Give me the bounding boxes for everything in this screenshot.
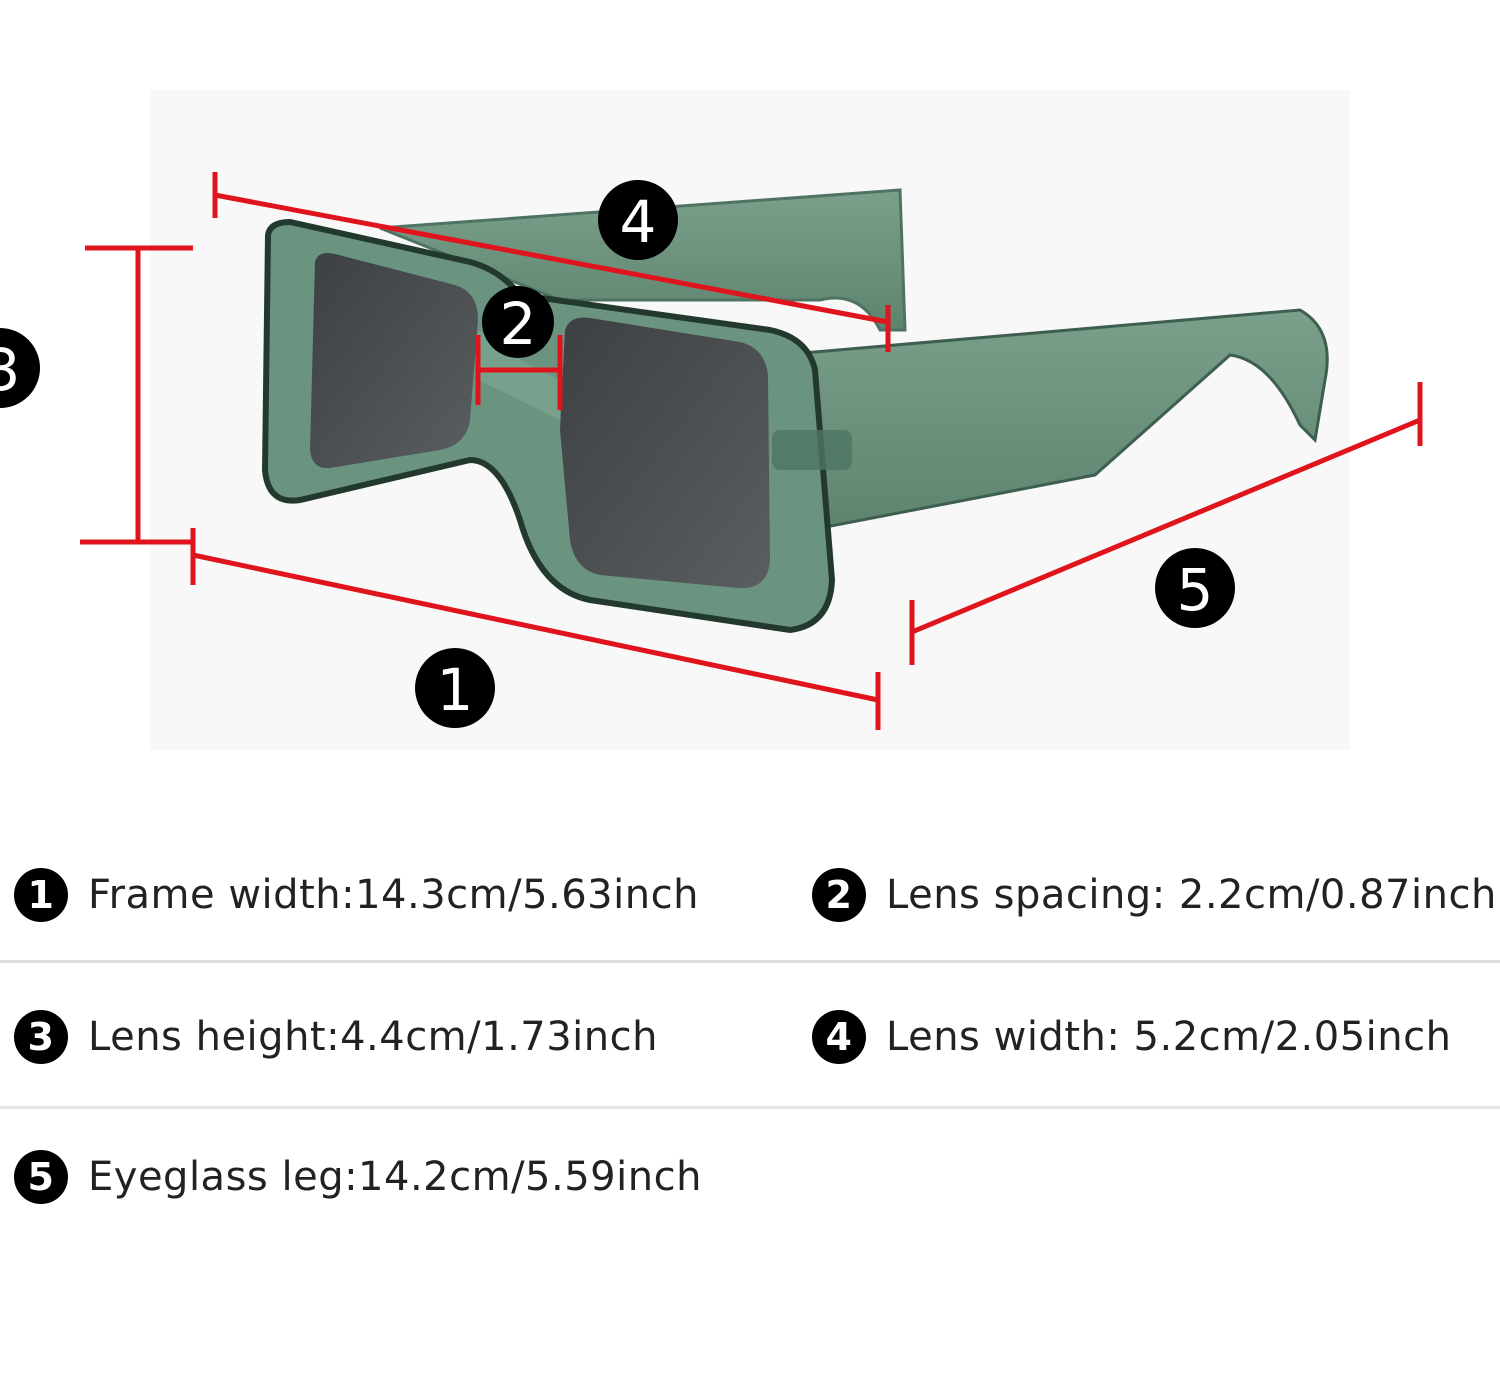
callout-badge-1: 1 bbox=[415, 648, 495, 728]
spec-number-badge: 4 bbox=[812, 1010, 866, 1064]
spec-lens-height: 3 Lens height:4.4cm/1.73inch bbox=[14, 1010, 658, 1064]
spec-text: Lens width: 5.2cm/2.05inch bbox=[886, 1014, 1452, 1060]
divider bbox=[0, 960, 1500, 963]
spec-text: Eyeglass leg:14.2cm/5.59inch bbox=[88, 1154, 702, 1200]
callout-badge-4: 4 bbox=[598, 180, 678, 260]
spec-text: Lens spacing: 2.2cm/0.87inch bbox=[886, 872, 1497, 918]
spec-frame-width: 1 Frame width:14.3cm/5.63inch bbox=[14, 868, 699, 922]
bridge bbox=[478, 330, 560, 420]
spec-number-badge: 3 bbox=[14, 1010, 68, 1064]
callout-badge-5: 5 bbox=[1155, 548, 1235, 628]
left-lens bbox=[310, 253, 478, 469]
measure-line-5 bbox=[911, 417, 1421, 635]
spec-lens-spacing: 2 Lens spacing: 2.2cm/0.87inch bbox=[812, 868, 1497, 922]
callout-badge-2: 2 bbox=[482, 286, 554, 358]
measure-line-1 bbox=[192, 552, 879, 703]
spec-number-badge: 1 bbox=[14, 868, 68, 922]
spec-number-badge: 2 bbox=[812, 868, 866, 922]
spec-text: Frame width:14.3cm/5.63inch bbox=[88, 872, 699, 918]
spec-lens-width: 4 Lens width: 5.2cm/2.05inch bbox=[812, 1010, 1451, 1064]
sunglasses-diagram: 4 2 3 5 1 bbox=[0, 172, 1423, 730]
spec-eyeglass-leg: 5 Eyeglass leg:14.2cm/5.59inch bbox=[14, 1150, 702, 1204]
spec-text: Lens height:4.4cm/1.73inch bbox=[88, 1014, 658, 1060]
near-temple-arm bbox=[778, 308, 1329, 532]
svg-text:5: 5 bbox=[1177, 556, 1214, 624]
measure-lines bbox=[80, 172, 1423, 730]
svg-text:2: 2 bbox=[500, 290, 537, 358]
hinge bbox=[772, 430, 852, 470]
svg-text:4: 4 bbox=[620, 188, 657, 256]
callout-badge-3: 3 bbox=[0, 328, 40, 408]
svg-text:3: 3 bbox=[0, 336, 20, 404]
right-lens bbox=[560, 317, 770, 589]
spec-number-badge: 5 bbox=[14, 1150, 68, 1204]
measure-line-4 bbox=[214, 192, 889, 325]
divider bbox=[0, 1106, 1500, 1109]
svg-text:1: 1 bbox=[437, 656, 474, 724]
